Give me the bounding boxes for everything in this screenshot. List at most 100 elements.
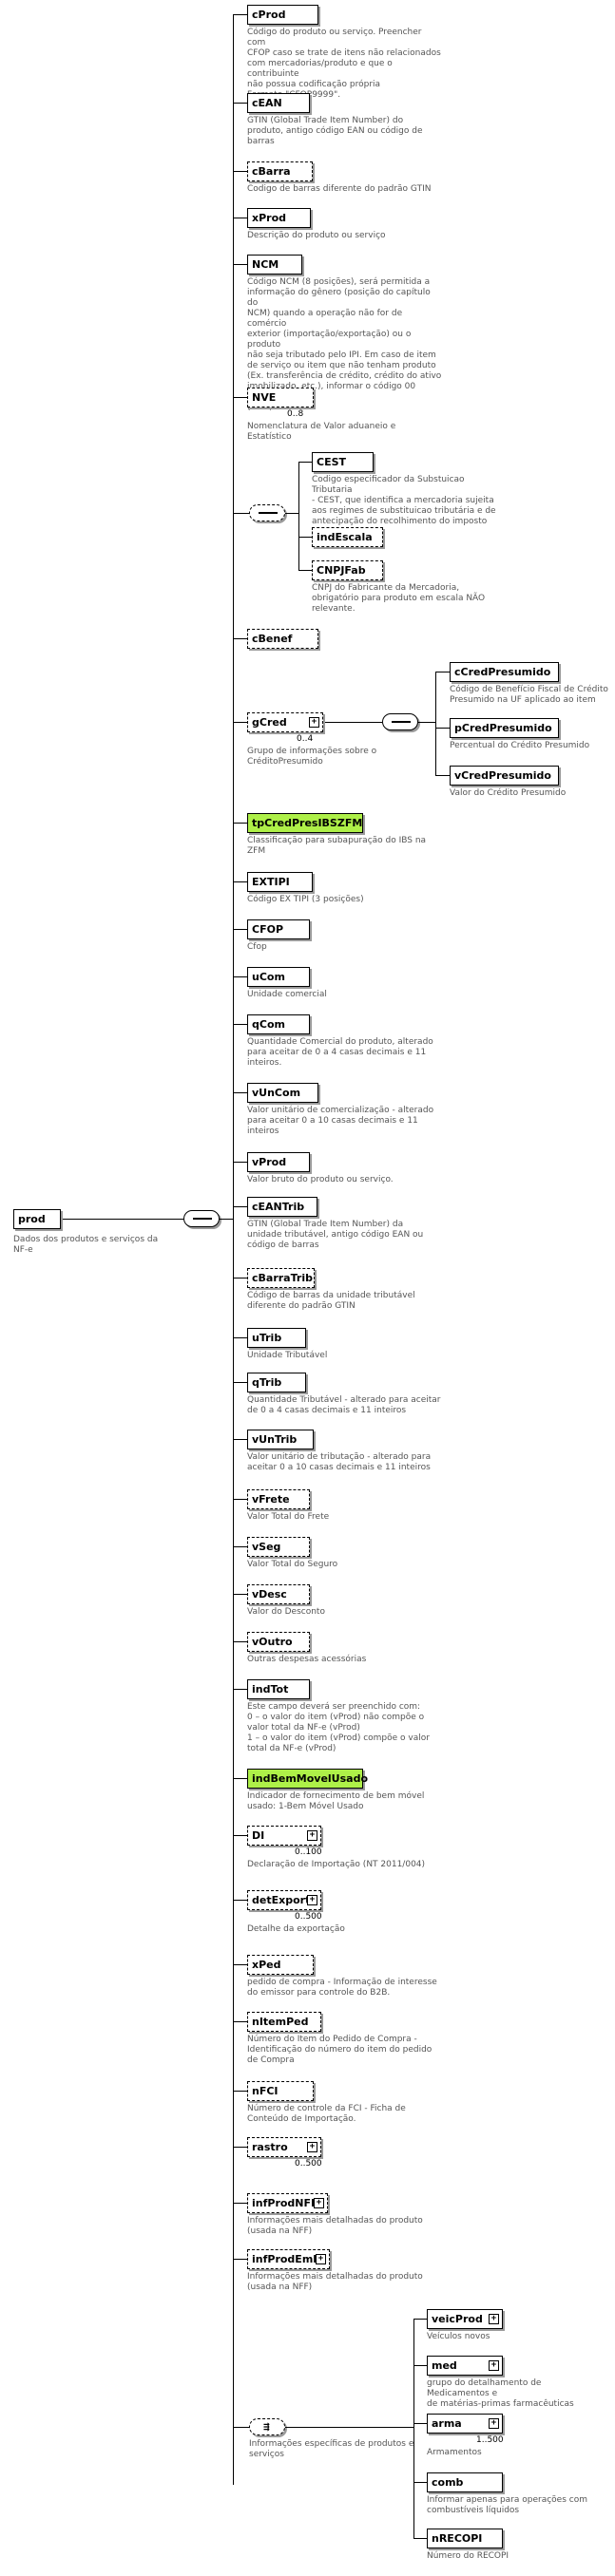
element-description: Valor bruto do produto ou serviço. [247,1175,394,1184]
element-label: infProdNFF [252,2197,318,2209]
element-description: GTIN (Global Trade Item Number) da unida… [247,1220,424,1250]
plus-icon[interactable]: + [489,2360,499,2371]
connector-line [233,14,234,2485]
connector-line [233,1689,247,1690]
element-v-frete[interactable]: vFrete [247,1489,310,1509]
element-tp-cred-pres-ibszfm[interactable]: tpCredPresIBSZFM [247,813,363,833]
element-arma[interactable]: arma+ [427,2414,503,2434]
element-v-desc[interactable]: vDesc [247,1584,310,1604]
element-u-com[interactable]: uCom [247,967,310,987]
element-v-prod[interactable]: vProd [247,1152,310,1172]
element-label: comb [432,2476,464,2489]
occurrence-label: 0..100 [295,1847,322,1857]
element-comb[interactable]: comb [427,2472,503,2492]
element-di[interactable]: DI+ [247,1826,321,1846]
connector-line [233,823,247,824]
occurrence-label: 0..4 [297,734,314,744]
element-description: Declaração de Importação (NT 2011/004) [247,1860,426,1869]
element-description: GTIN (Global Trade Item Number) do produ… [247,116,423,146]
sequence-compositor-icon [183,1210,220,1227]
connector-line [233,638,247,639]
element-g-cred[interactable]: gCred + [247,712,323,732]
connector-line [233,1594,247,1595]
root-element-prod[interactable]: prod [13,1209,61,1229]
element-cfop[interactable]: CFOP [247,919,310,939]
element-label: vSeg [252,1541,281,1553]
occurrence-label: 0..500 [295,1912,322,1922]
connector-line [413,2423,427,2424]
connector-line [233,513,249,514]
element-ncm[interactable]: NCM [247,255,302,275]
choice-compositor-icon: ⇶ [249,2418,285,2435]
element-ind-escala[interactable]: indEscala [312,527,383,547]
element-c-eantrib[interactable]: cEANTrib [247,1197,317,1217]
element-description: Unidade comercial [247,990,327,999]
plus-icon[interactable]: + [316,2254,326,2264]
element-v-outro[interactable]: vOutro [247,1632,310,1652]
element-label: indTot [252,1683,289,1695]
element-c-ean[interactable]: cEAN [247,93,310,113]
plus-icon[interactable]: + [307,1830,317,1841]
element-c-cred-presumido[interactable]: cCredPresumido [450,662,559,682]
element-med[interactable]: med+ [427,2356,503,2376]
element-cnpjfab[interactable]: CNPJFab [312,560,383,580]
element-description: Codigo especificador da Substuicao Tribu… [312,475,496,526]
plus-icon[interactable]: + [489,2314,499,2324]
element-v-cred-presumido[interactable]: vCredPresumido [450,766,559,786]
element-veic-prod[interactable]: veicProd+ [427,2309,503,2329]
connector-line [435,728,450,729]
element-label: vProd [252,1156,287,1168]
element-v-seg[interactable]: vSeg [247,1537,310,1557]
plus-icon[interactable]: + [314,2198,324,2208]
element-n-fci[interactable]: nFCI [247,2081,314,2101]
element-nve[interactable]: NVE [247,388,314,407]
element-ind-tot[interactable]: indTot [247,1679,310,1699]
connector-line [233,1641,247,1642]
element-n-recopi[interactable]: nRECOPI [427,2529,503,2548]
element-x-prod[interactable]: xProd [247,208,311,228]
plus-icon[interactable]: + [489,2418,499,2429]
element-v-un-com[interactable]: vUnCom [247,1083,318,1103]
element-det-export[interactable]: detExport+ [247,1890,321,1910]
element-rastro[interactable]: rastro+ [247,2137,321,2157]
element-v-un-trib[interactable]: vUnTrib [247,1430,314,1449]
element-label: NCM [252,258,279,271]
element-label: qCom [252,1018,285,1031]
element-p-cred-presumido[interactable]: pCredPresumido [450,718,559,738]
connector-line [233,1162,247,1163]
plus-icon[interactable]: + [307,1895,317,1905]
element-description: Valor do Crédito Presumido [450,788,567,798]
element-x-ped[interactable]: xPed [247,1955,314,1975]
connector-line [233,929,247,930]
element-label: CEST [317,456,347,468]
element-u-trib[interactable]: uTrib [247,1328,306,1348]
element-inf-prod-emb[interactable]: infProdEmb+ [247,2249,330,2269]
element-ind-bem-movel-usado[interactable]: indBemMovelUsado [247,1769,368,1789]
element-q-trib[interactable]: qTrib [247,1373,306,1392]
connector-line [285,2427,413,2428]
element-label: cBarraTrib [252,1272,313,1284]
element-cest[interactable]: CEST [312,452,374,472]
element-description: Número do RECOPI [427,2551,509,2561]
element-label: gCred [252,716,287,729]
element-n-item-ped[interactable]: nItemPed [247,2012,321,2032]
element-c-prod[interactable]: cProd [247,5,318,25]
element-inf-prod-nff[interactable]: infProdNFF+ [247,2193,328,2213]
connector-line [435,775,450,776]
element-c-barra[interactable]: cBarra [247,161,313,181]
connector-line [233,1778,247,1779]
element-c-barra-trib[interactable]: cBarraTrib [247,1268,315,1288]
plus-icon[interactable]: + [307,2142,317,2152]
element-description: Número do Item do Pedido de Compra - Ide… [247,2035,432,2065]
connector-line [435,672,436,776]
element-extipi[interactable]: EXTIPI [247,872,313,892]
element-description: Valor Total do Frete [247,1512,330,1522]
element-q-com[interactable]: qCom [247,1014,310,1034]
element-c-benef[interactable]: cBenef [247,629,318,649]
element-description: Armamentos [427,2448,482,2457]
element-label: xProd [252,212,287,224]
element-description: grupo do detalhamento de Medicamentos e … [427,2378,574,2409]
element-label: tpCredPresIBSZFM [252,817,363,829]
plus-icon[interactable]: + [309,717,319,728]
